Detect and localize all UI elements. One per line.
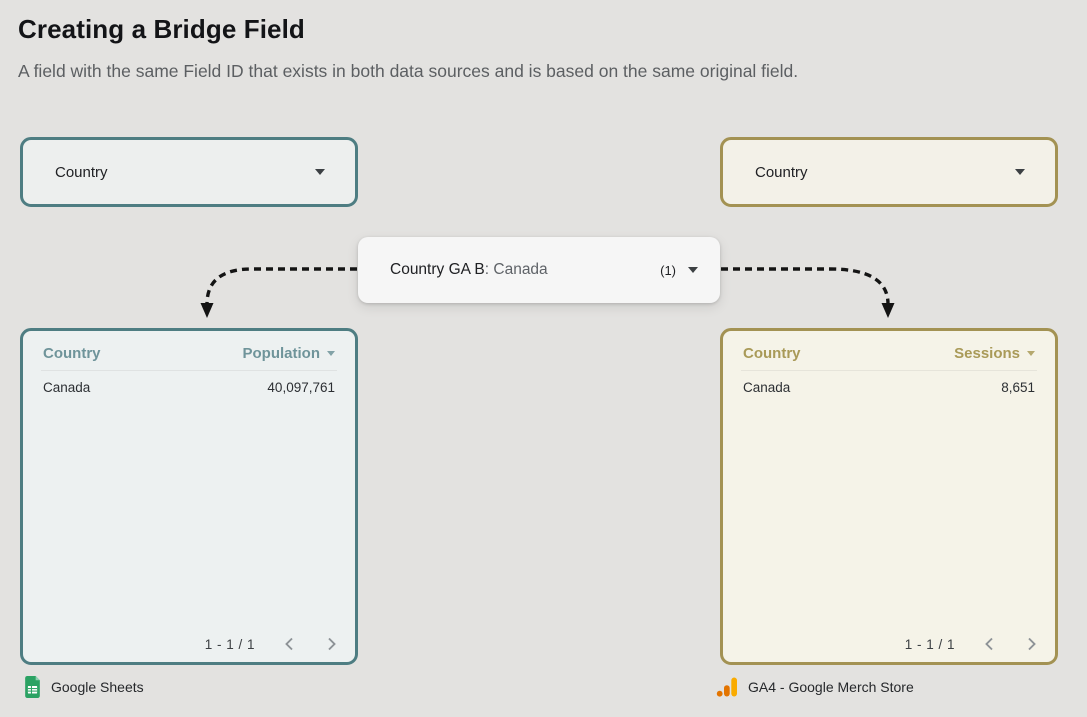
left-source: Google Sheets (24, 676, 144, 698)
page-subtitle: A field with the same Field ID that exis… (18, 61, 799, 81)
right-metric-header[interactable]: Sessions (954, 345, 1035, 362)
right-table-pagination: 1 - 1 / 1 (905, 635, 1039, 653)
bridge-filter-chip[interactable]: Country GA B : Canada (1) (358, 237, 720, 303)
right-row-metric: 8,651 (1001, 380, 1035, 395)
left-table: Country Population Canada 40,097,761 1 -… (20, 328, 358, 665)
page-title: Creating a Bridge Field (18, 14, 305, 44)
chevron-down-icon (315, 169, 325, 175)
right-country-dropdown-label: Country (755, 163, 808, 181)
left-table-header: Country Population (41, 343, 337, 371)
left-row-metric: 40,097,761 (267, 380, 335, 395)
left-source-label: Google Sheets (51, 679, 144, 695)
left-country-dropdown[interactable]: Country (20, 137, 358, 207)
bridge-filter-label: Country GA B (390, 261, 485, 278)
bridge-filter-count: (1) (660, 262, 676, 278)
left-metric-header-label: Population (242, 345, 321, 362)
chevron-down-icon (1015, 169, 1025, 175)
right-country-dropdown[interactable]: Country (720, 137, 1058, 207)
left-arrow (200, 267, 357, 318)
ga4-icon (716, 677, 737, 697)
right-dimension-header[interactable]: Country (743, 345, 801, 362)
left-metric-header[interactable]: Population (242, 345, 335, 362)
right-page-indicator: 1 - 1 / 1 (904, 636, 955, 652)
sort-desc-icon (327, 351, 335, 356)
left-country-dropdown-label: Country (55, 163, 108, 181)
left-page-indicator: 1 - 1 / 1 (204, 636, 255, 652)
right-arrow (721, 267, 895, 318)
chevron-down-icon (688, 267, 698, 273)
right-source: GA4 - Google Merch Store (716, 676, 914, 698)
right-table: Country Sessions Canada 8,651 1 - 1 / 1 (720, 328, 1058, 665)
table-row: Canada 8,651 (741, 371, 1037, 404)
right-source-label: GA4 - Google Merch Store (748, 679, 914, 695)
next-page-button[interactable] (323, 635, 339, 653)
right-metric-header-label: Sessions (954, 345, 1020, 362)
google-sheets-icon (25, 676, 40, 698)
left-row-dimension: Canada (43, 380, 91, 395)
prev-page-button[interactable] (281, 635, 297, 653)
left-table-pagination: 1 - 1 / 1 (205, 635, 339, 653)
left-dimension-header[interactable]: Country (43, 345, 101, 362)
prev-page-button[interactable] (981, 635, 997, 653)
next-page-button[interactable] (1023, 635, 1039, 653)
right-table-header: Country Sessions (741, 343, 1037, 371)
sort-desc-icon (1027, 351, 1035, 356)
right-row-dimension: Canada (743, 380, 791, 395)
bridge-filter-value: : Canada (484, 261, 548, 278)
table-row: Canada 40,097,761 (41, 371, 337, 404)
